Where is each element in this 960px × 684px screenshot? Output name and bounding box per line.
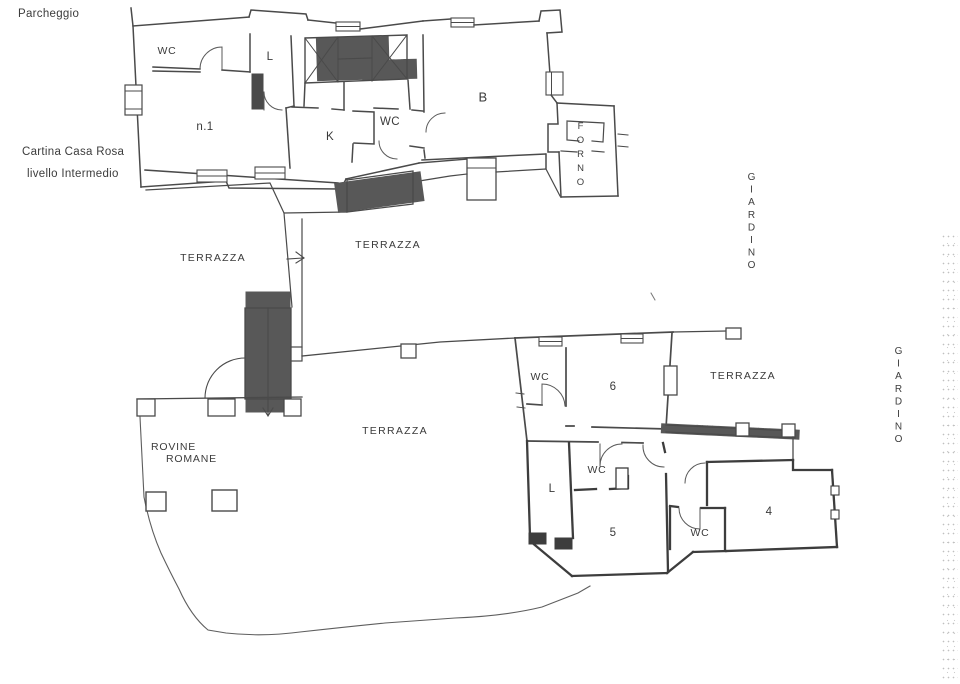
room-label-n1: n.1	[196, 121, 214, 133]
room-label-wc-5: WC	[587, 464, 607, 476]
room-label-5: 5	[609, 527, 617, 539]
plan-title-line2: livello Intermedio	[27, 168, 119, 180]
terrace-railing	[660, 422, 801, 461]
wc-fixture	[615, 467, 629, 490]
walkway-walls	[283, 212, 303, 348]
room-label-wc-mid: WC	[380, 116, 400, 128]
giardino-lower-label: GIARDINO	[893, 346, 904, 447]
giardino-upper-label: GIARDINO	[746, 172, 757, 273]
garden-boundary	[139, 416, 591, 636]
upper-staircase	[304, 34, 418, 84]
room-label-l-upper: L	[266, 51, 274, 63]
oven-chamber	[566, 120, 605, 143]
room-label-wc-upper: WC	[157, 45, 177, 57]
ruin-pillars	[145, 489, 238, 512]
upper-building-partitions	[152, 33, 426, 169]
curved-wall	[204, 357, 246, 399]
lower-building-walls	[514, 331, 678, 444]
lower-building-door-arcs	[541, 383, 706, 530]
scan-noise-band	[941, 232, 958, 682]
terrazza-upper-mid-label: TERRAZZA	[355, 239, 421, 251]
terrazza-lower-label: TERRAZZA	[362, 425, 428, 437]
upper-building-walls	[124, 7, 564, 201]
radiator-fixture	[251, 73, 264, 110]
stair-direction-arrow	[262, 399, 274, 417]
parcheggio-label: Parcheggio	[18, 8, 80, 20]
room-label-l-lower: L	[548, 483, 556, 495]
room-label-wc-6: WC	[530, 371, 550, 383]
plan-title-line1: Cartina Casa Rosa	[22, 146, 125, 158]
room-label-wc-4: WC	[690, 527, 710, 539]
forno-annex	[547, 102, 629, 198]
room-label-4: 4	[765, 506, 773, 518]
terrazza-upper-left-label: TERRAZZA	[180, 252, 246, 264]
path-direction-arrow	[286, 251, 305, 264]
rovine-label-line2: ROMANE	[166, 453, 217, 465]
upper-building-door-arcs	[199, 46, 446, 160]
room-label-k: K	[325, 131, 335, 143]
room-label-6: 6	[609, 381, 617, 393]
rovine-label-line1: ROVINE	[151, 441, 197, 453]
stair-to-terrace	[334, 170, 426, 213]
lower-building-south-block	[525, 439, 840, 578]
scan-artifact	[650, 292, 656, 301]
forno-label: FORNO	[575, 121, 586, 191]
terrace-structures	[136, 168, 742, 417]
room-label-b: B	[478, 89, 488, 105]
terrazza-right-label: TERRAZZA	[710, 370, 776, 382]
